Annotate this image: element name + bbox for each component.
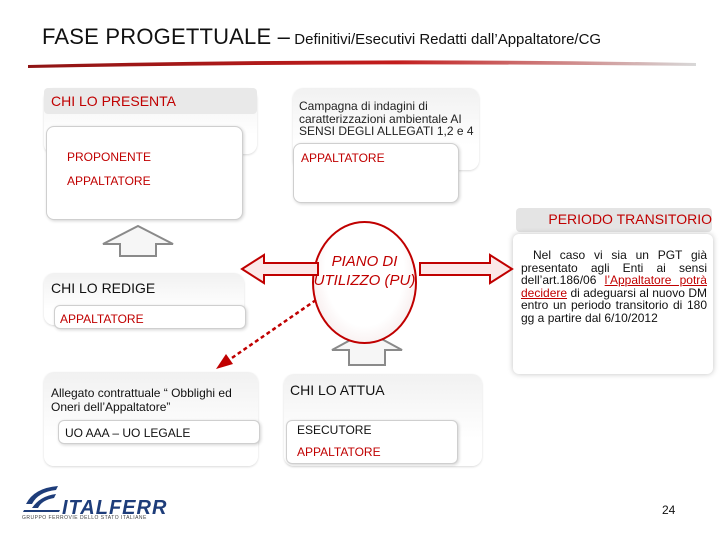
- piano-di-utilizzo-oval: [312, 221, 417, 344]
- transitorio-text-part1: Nel caso vi sia un PGT già presentato ag…: [521, 248, 707, 288]
- allegato-label: Allegato contrattuale “ Obblighi ed Oner…: [51, 386, 232, 414]
- redige-appaltatore: APPALTATORE: [60, 312, 144, 326]
- attua-esecutore: ESECUTORE: [297, 423, 372, 437]
- page-title: FASE PROGETTUALE – Definitivi/Esecutivi …: [42, 24, 601, 50]
- transitorio-title: PERIODO TRANSITORIO: [548, 211, 712, 227]
- redige-label: CHI LO REDIGE: [51, 280, 156, 296]
- dashed-diagonal-arrow-icon: [216, 298, 317, 369]
- campagna-appaltatore: APPALTATORE: [301, 151, 385, 165]
- transitorio-text-part2: di adeguarsi al nuovo DM entro un period…: [521, 285, 707, 325]
- campagna-label: Campagna di indagini di caratterizzazion…: [299, 99, 474, 138]
- transitorio-header: [516, 208, 712, 232]
- italferr-logo-subtext: GRUPPO FERROVIE DELLO STATO ITALIANE: [22, 515, 147, 521]
- presenta-content-box: [46, 126, 243, 220]
- transitorio-box: [513, 234, 713, 374]
- allegato-uo: UO AAA – UO LEGALE: [65, 426, 191, 440]
- page-number: 24: [662, 503, 676, 517]
- up-arrow-center-icon: [331, 329, 403, 366]
- campagna-content-box: [293, 143, 459, 203]
- attua-appaltatore: APPALTATORE: [297, 445, 381, 459]
- up-arrow-left-icon: [102, 224, 174, 257]
- redige-content-box: [54, 305, 246, 329]
- panel-presenta-header: [44, 88, 257, 114]
- presenta-appaltatore: APPALTATORE: [67, 174, 151, 188]
- attua-content-box: [286, 420, 458, 464]
- title-sub: Definitivi/Esecutivi Redatti dall’Appalt…: [290, 31, 602, 48]
- allegato-content-box: [58, 420, 260, 444]
- presenta-proponente: PROPONENTE: [67, 150, 152, 164]
- italferr-logo-icon: [23, 486, 60, 512]
- transitorio-text: Nel caso vi sia un PGT già presentato ag…: [521, 249, 707, 325]
- arrow-left-icon: [240, 253, 319, 285]
- title-underline: [28, 60, 696, 68]
- attua-label: CHI LO ATTUA: [290, 382, 385, 398]
- panel-allegato: [44, 372, 258, 466]
- transitorio-text-highlight: l’Appaltatore potrà decidere: [521, 273, 707, 300]
- presenta-label: CHI LO PRESENTA: [51, 93, 176, 109]
- title-main: FASE PROGETTUALE –: [42, 24, 291, 49]
- piano-di-utilizzo-label: PIANO DI UTILIZZO (PU): [313, 253, 416, 289]
- italferr-logo-text: ITALFERR: [62, 497, 168, 519]
- arrow-right-icon: [419, 253, 514, 285]
